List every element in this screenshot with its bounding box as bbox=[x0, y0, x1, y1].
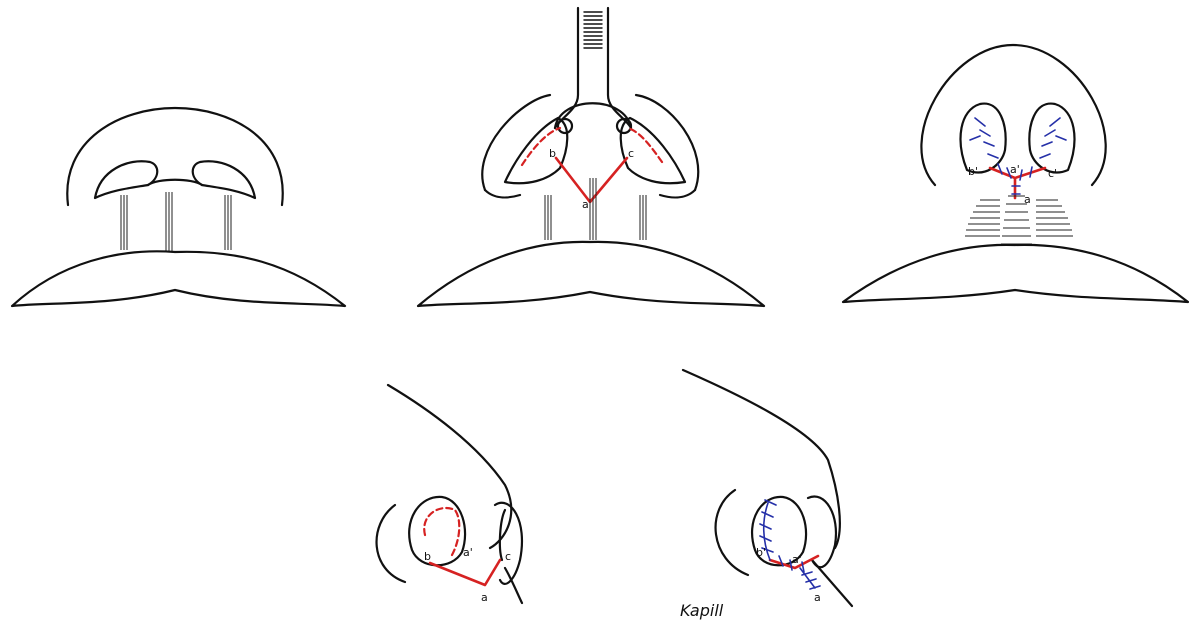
panel-2-label-c: c bbox=[628, 147, 634, 160]
panel-1-right-nostril bbox=[193, 161, 255, 198]
panel-4-v-incision bbox=[430, 560, 500, 585]
panel-3-label-b-prime: b' bbox=[968, 165, 978, 178]
panel-2-v-incision bbox=[556, 158, 627, 202]
panel-4-incision-dashed bbox=[424, 508, 459, 555]
panel-4-label-a: a bbox=[481, 591, 488, 604]
panel-2-retractor-grip bbox=[584, 12, 602, 48]
panel-1-frontal-preop bbox=[12, 108, 345, 306]
panel-3-upper-lip bbox=[843, 245, 1188, 302]
panel-5-nose-dorsum bbox=[683, 370, 840, 548]
panel-2-frontal-incision: b c a bbox=[418, 8, 764, 306]
panel-4-label-b: b bbox=[424, 550, 431, 563]
panel-1-left-nostril bbox=[95, 161, 157, 198]
panel-2-upper-lip bbox=[418, 242, 764, 306]
panel-5-alar-contour bbox=[716, 490, 748, 575]
panel-1-nose-outline bbox=[67, 108, 282, 205]
panel-3-sutures bbox=[970, 118, 1066, 198]
panel-2-label-a: a bbox=[582, 198, 589, 211]
panel-4-label-c: c bbox=[505, 550, 511, 563]
panel-2-philtrum-hatching bbox=[545, 178, 646, 240]
panel-3-label-a-prime: a' bbox=[1010, 163, 1020, 176]
panel-5-sutures bbox=[760, 500, 820, 589]
panel-3-philtrum-hatching bbox=[965, 196, 1073, 244]
panel-2-nose-outline bbox=[482, 95, 698, 190]
panel-4-nose-dorsum bbox=[388, 385, 511, 548]
panel-5-label-b-prime: b' bbox=[756, 546, 766, 559]
panel-5-columella bbox=[808, 496, 836, 567]
panel-2-right-alar-base bbox=[660, 190, 695, 197]
panel-1-upper-lip bbox=[12, 251, 345, 306]
artist-signature: Kapill bbox=[680, 601, 724, 620]
panel-5-label-a: a bbox=[814, 591, 821, 604]
panel-3-left-nostril bbox=[961, 104, 1006, 173]
panel-4-lateral-incision: b a' c a bbox=[377, 385, 522, 604]
panel-5-label-a-prime: a' bbox=[792, 553, 802, 566]
panel-2-left-alar-base bbox=[485, 190, 520, 197]
panel-3-frontal-sutured: b' a' c' a bbox=[843, 45, 1188, 302]
panel-4-label-a-prime: a' bbox=[463, 546, 473, 559]
panel-4-lip-line bbox=[505, 568, 522, 603]
panel-3-right-nostril bbox=[1029, 104, 1074, 173]
panel-3-label-c-prime: c' bbox=[1048, 167, 1057, 180]
panel-5-lateral-sutured: b' a' a bbox=[683, 370, 852, 606]
panel-1-columella bbox=[148, 180, 202, 185]
panel-4-nostril bbox=[409, 497, 465, 565]
panel-2-label-b: b bbox=[549, 147, 556, 160]
panel-4-alar-contour bbox=[377, 505, 405, 582]
panel-1-philtrum-hatching bbox=[121, 192, 231, 252]
